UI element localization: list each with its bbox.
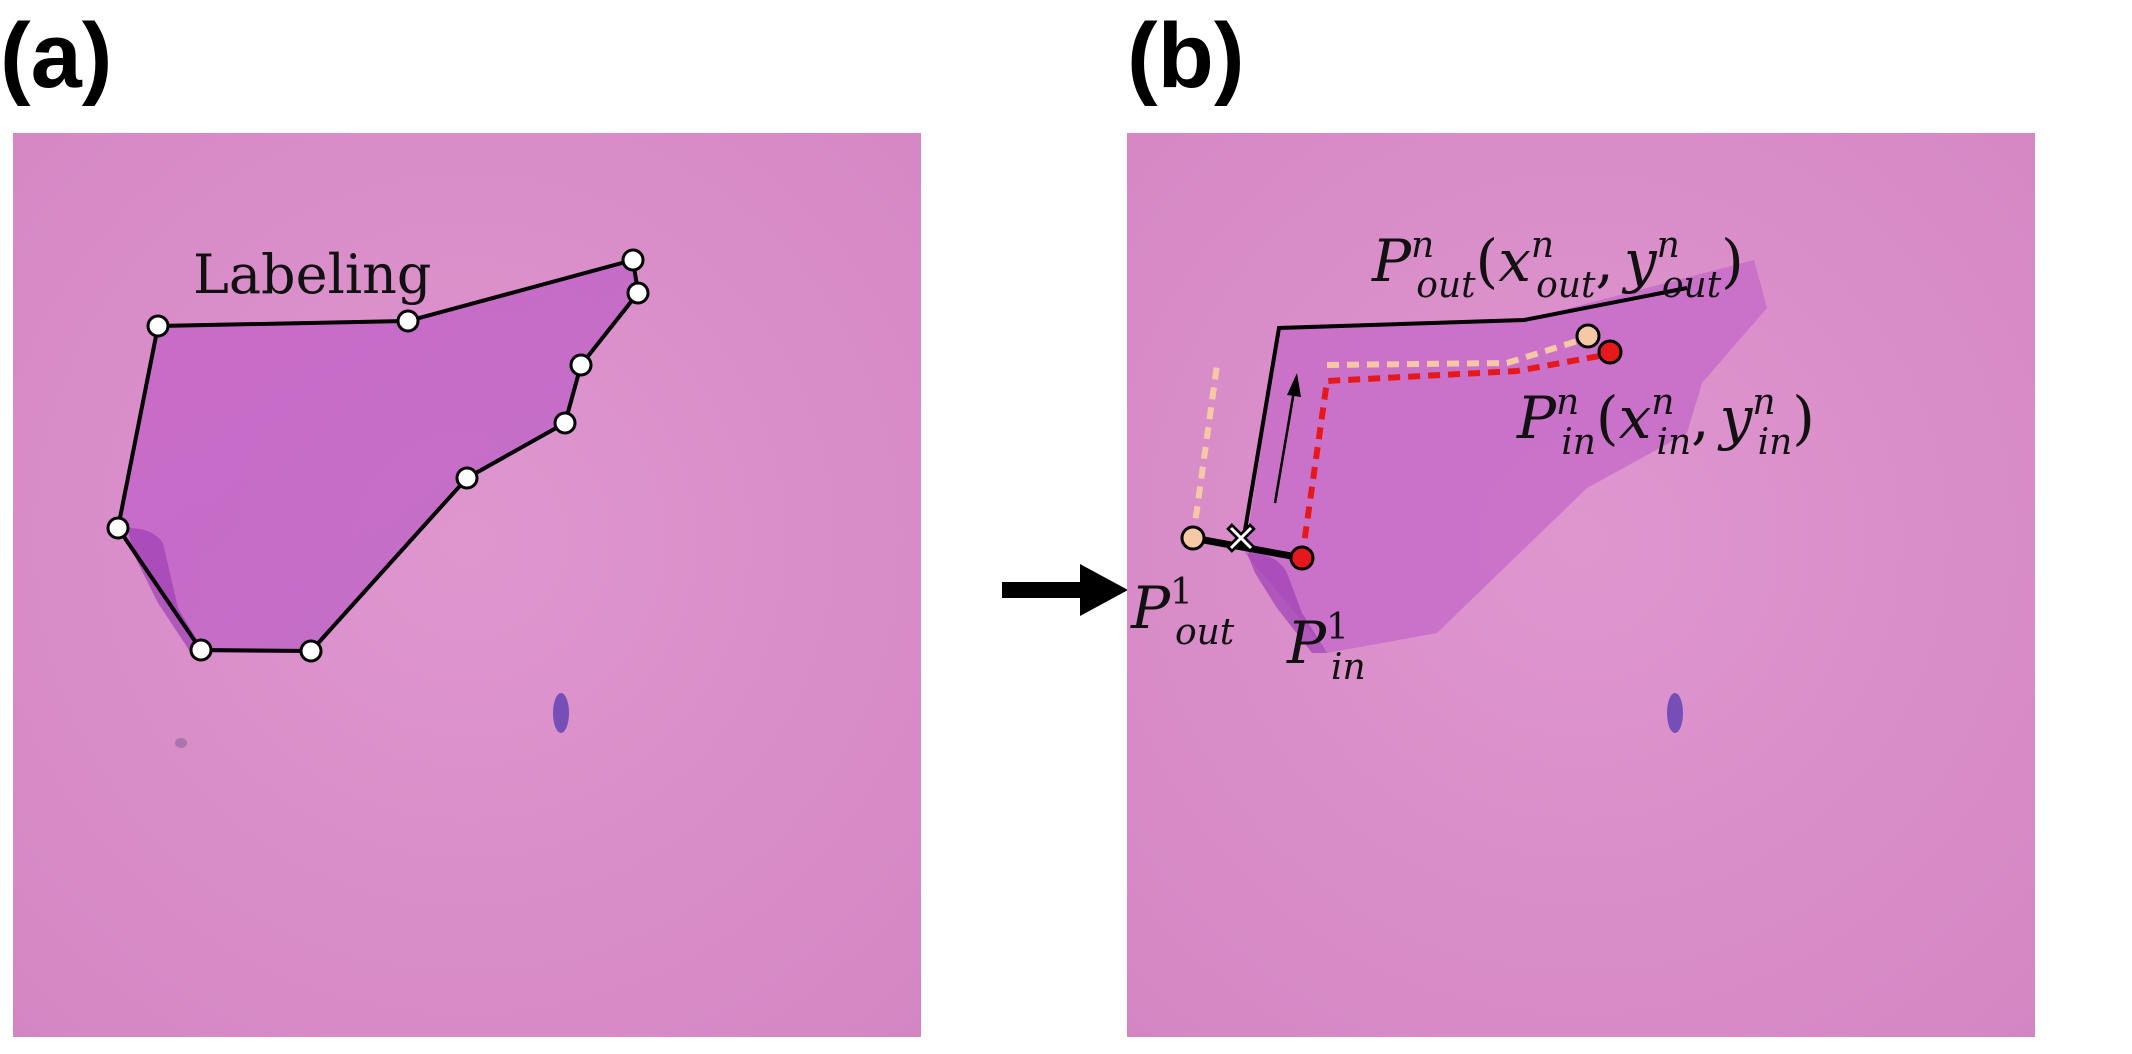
- vertex-point: [299, 639, 323, 663]
- debris-speck: [1667, 693, 1683, 733]
- flake-edge-dark: [1247, 553, 1327, 653]
- labeling-annotation: Labeling: [193, 243, 431, 306]
- labeled-contour: [1240, 286, 1688, 549]
- vertex-point: [626, 281, 650, 305]
- direction-arrow: [1273, 384, 1297, 504]
- transition-arrow-icon: [1002, 564, 1128, 616]
- debris-speck: [553, 693, 569, 733]
- flake-shape: [1245, 260, 1767, 653]
- direction-arrowhead-icon: [1287, 373, 1301, 397]
- p-in-1-point: [1289, 545, 1315, 571]
- vertex-point: [106, 516, 130, 540]
- vertex-point: [553, 411, 577, 435]
- vertex-point: [396, 309, 420, 333]
- p-out-1-point: [1180, 525, 1206, 551]
- vertex-point: [455, 466, 479, 490]
- inner-contour-dashed: [1299, 352, 1606, 559]
- outer-contour-dashed: [1190, 364, 1220, 539]
- intersection-cross-icon: [1226, 523, 1256, 553]
- flake-edge-dark: [128, 528, 205, 653]
- p-out-n-point: [1575, 323, 1601, 349]
- panel-b-label: (b): [1127, 5, 1245, 107]
- vertex-point: [146, 314, 170, 338]
- flake-shape: [118, 260, 638, 653]
- dust-speck: [175, 738, 187, 748]
- vertex-point: [189, 638, 213, 662]
- polygon-vertices: [106, 248, 650, 663]
- vertex-point: [569, 353, 593, 377]
- panel-a-label: (a): [0, 5, 113, 107]
- outer-contour-dashed: [1326, 335, 1588, 368]
- panel-a-image: Labeling: [13, 133, 921, 1037]
- vertex-point: [621, 248, 645, 272]
- p-in-n-point: [1597, 339, 1623, 365]
